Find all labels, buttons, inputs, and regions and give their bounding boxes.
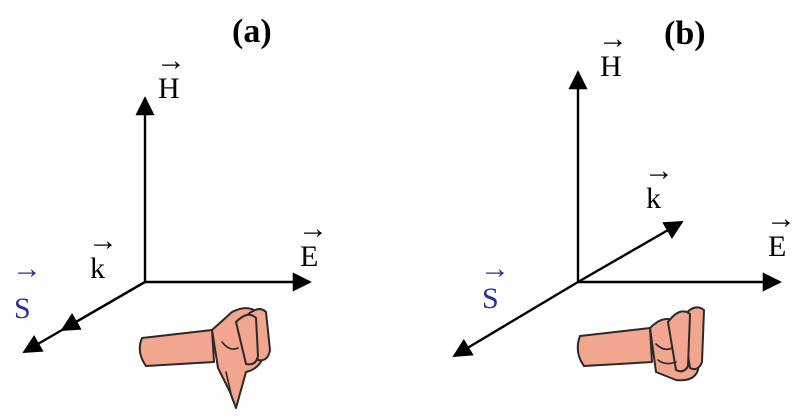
panel-a-k-label: k <box>90 252 105 285</box>
panel-b-s-arrow-mark: → <box>480 252 510 285</box>
panel-b-s-label: S <box>482 282 499 315</box>
panel-b-e-label: E <box>768 230 786 263</box>
panel-a-hand-icon <box>138 307 271 409</box>
panel-b-k-label: k <box>646 182 661 215</box>
panel-a-label: (a) <box>232 13 272 50</box>
panel-a-h-label: H <box>158 72 180 105</box>
panel-a-k-arrow-mark: → <box>88 224 118 257</box>
panel-b-k-axis <box>577 220 684 284</box>
panel-b-e-arrow-mark: → <box>766 202 794 235</box>
panel-b-label: (b) <box>664 15 706 52</box>
panel-a-s-label: S <box>14 292 31 325</box>
panel-b-hand-icon <box>576 306 705 382</box>
panel-b-s-axis <box>452 280 579 358</box>
panel-b-h-label: H <box>600 50 622 83</box>
panel-a-h-arrow-mark: → <box>156 44 186 77</box>
panel-a-e-arrow-mark: → <box>298 212 328 245</box>
panel-a-s-axis <box>22 280 146 354</box>
panel-a-s-arrow-mark: → <box>12 252 42 285</box>
panel-a: (a) → H → E → k → S <box>12 13 328 409</box>
panel-a-e-label: E <box>300 240 318 273</box>
panel-b-h-arrow-mark: → <box>598 22 628 55</box>
panel-b: (b) → H → k → E → S <box>452 15 794 382</box>
panel-b-k-arrow-mark: → <box>644 154 674 187</box>
